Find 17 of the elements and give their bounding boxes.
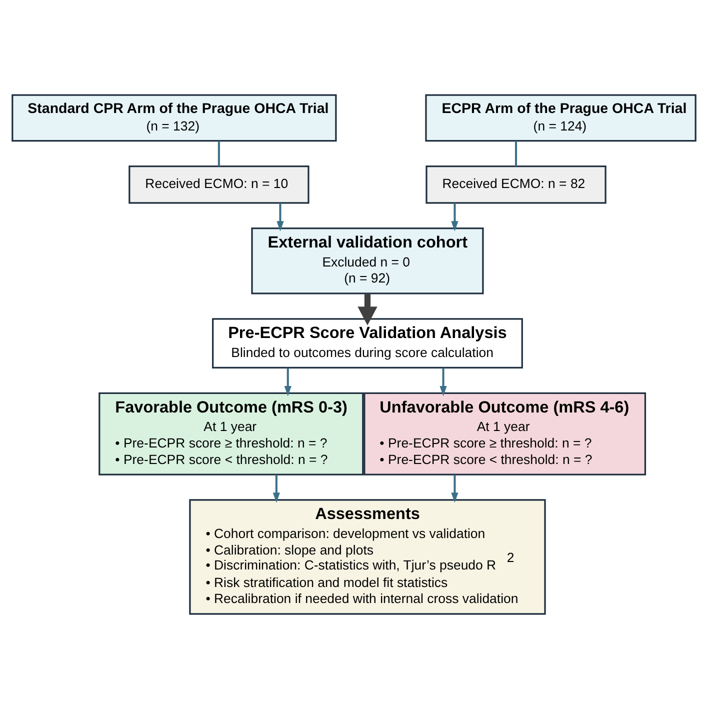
node-box: Pre-ECPR Score Validation Analysis Blinded to outcomes during score calculation bbox=[212, 318, 523, 368]
connector bbox=[218, 140, 220, 166]
node-box: External validation cohort Excluded n = 0 (n = 92) bbox=[251, 227, 484, 294]
node-box: Received ECMO: n = 10 bbox=[128, 164, 310, 204]
arrow bbox=[358, 292, 378, 325]
arrow bbox=[440, 368, 447, 396]
arrow bbox=[272, 474, 280, 502]
arrow bbox=[276, 202, 284, 231]
node-box: ECPR Arm of the Prague OHCA Trial (n = 124) bbox=[425, 94, 696, 142]
node-box: Favorable Outcome (mRS 0-3) At 1 year • Pre-ECPR score ≥ threshold: n = ? • Pre-ECPR score < threshold: n = ? bbox=[98, 392, 364, 475]
node-box: Unfavorable Outcome (mRS 4-6) At 1 year • Pre-ECPR score ≥ threshold: n = ? • Pre-ECPR score < threshold: n = ? bbox=[364, 392, 646, 475]
arrow bbox=[284, 368, 292, 396]
arrow bbox=[451, 474, 458, 502]
node-box: Received ECMO: n = 82 bbox=[426, 164, 606, 204]
arrow bbox=[451, 202, 458, 231]
node-box: Standard CPR Arm of the Prague OHCA Trial (n = 132) bbox=[12, 94, 337, 142]
connector bbox=[515, 140, 518, 166]
